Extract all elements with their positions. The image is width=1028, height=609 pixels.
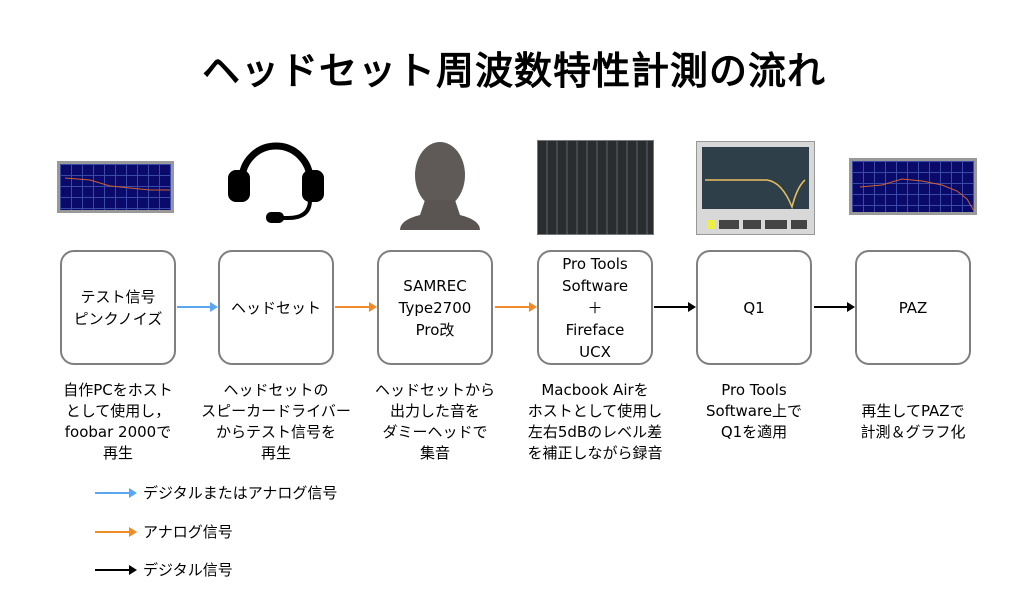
arrow-digital <box>654 302 696 312</box>
step-caption: ヘッドセットの スピーカードライバー からテスト信号を 再生 <box>201 381 351 462</box>
step-box-pro-tools: Pro Tools Software ＋ Fireface UCX <box>537 250 653 365</box>
step-box-paz: PAZ <box>855 250 971 365</box>
step-label: PAZ <box>898 298 928 317</box>
pink-noise-graph-image <box>57 161 174 213</box>
headset-icon <box>228 142 324 223</box>
step-label: Pro Tools Software ＋ Fireface UCX <box>561 254 629 361</box>
legend-label: アナログ信号 <box>143 523 233 541</box>
step-caption: ヘッドセットから 出力した音を ダミーヘッドで 集音 <box>374 381 495 462</box>
dummy-head-image <box>400 142 480 230</box>
eq-screenshot-image <box>696 141 815 235</box>
step-caption: Pro Tools Software上で Q1を適用 <box>705 381 803 441</box>
step-box-test-signal: テスト信号 ピンクノイズ <box>60 250 176 365</box>
step-label: ヘッドセット <box>230 298 321 317</box>
mixer-screenshot-image <box>537 140 654 235</box>
step-label: Q1 <box>743 298 765 317</box>
step-box-headset: ヘッドセット <box>218 250 334 365</box>
legend-label: デジタル信号 <box>143 561 233 579</box>
step-label: テスト信号 ピンクノイズ <box>73 287 163 328</box>
step-caption: 再生してPAZで 計測＆グラフ化 <box>860 402 966 441</box>
step-box-dummy-head: SAMREC Type2700 Pro改 <box>377 250 493 365</box>
legend-arrow-digital <box>95 565 137 575</box>
legend-arrow-analog <box>95 527 137 537</box>
step-box-q1: Q1 <box>696 250 812 365</box>
arrow-analog <box>495 302 537 312</box>
page-title: ヘッドセット周波数特性計測の流れ <box>201 49 826 93</box>
arrow-analog <box>335 302 377 312</box>
step-caption: Macbook Airを ホストとして使用し 左右5dBのレベル差 を補正しなが… <box>527 381 663 462</box>
step-caption: 自作PCをホスト として使用し， foobar 2000で 再生 <box>63 381 173 462</box>
paz-graph-image <box>849 158 977 215</box>
step-label: SAMREC Type2700 Pro改 <box>398 276 472 339</box>
legend-arrow-digital-or-analog <box>95 488 137 498</box>
arrow-digital <box>814 302 855 312</box>
arrow-digital-or-analog <box>177 302 218 312</box>
legend-label: デジタルまたはアナログ信号 <box>143 484 338 502</box>
